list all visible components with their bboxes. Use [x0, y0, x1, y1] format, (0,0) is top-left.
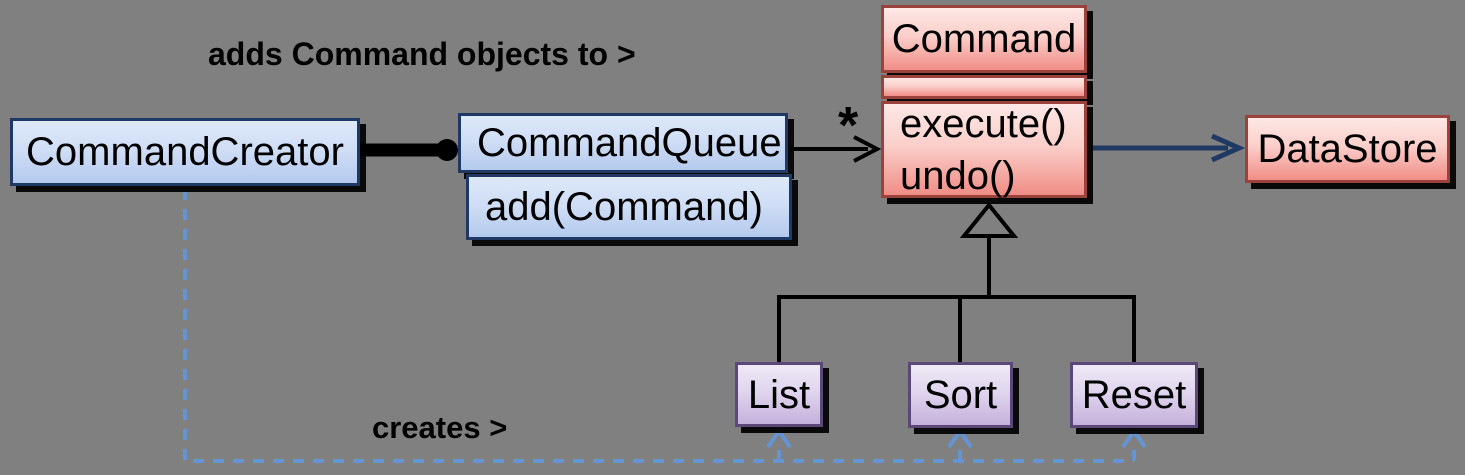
- open-arrowhead-navy: [1210, 133, 1246, 163]
- node-command-title-compartment: Command: [881, 5, 1087, 73]
- node-command-creator: CommandCreator: [10, 118, 360, 186]
- node-list-title: List: [747, 372, 811, 417]
- dashed-arrowhead-list: [766, 427, 792, 449]
- hollow-triangle-arrowhead: [959, 201, 1019, 238]
- label-creates: creates >: [372, 410, 508, 445]
- edge-command-to-datastore: [1091, 133, 1246, 163]
- node-command-methods-compartment: execute() undo(): [881, 101, 1087, 198]
- node-reset-title: Reset: [1081, 373, 1187, 417]
- label-multiplicity-star: *: [838, 97, 859, 155]
- node-command-queue-method-compartment: add(Command): [466, 174, 792, 240]
- node-data-store-title: DataStore: [1257, 127, 1438, 171]
- edge-inheritance-tree: [777, 201, 1136, 362]
- open-arrowhead: [853, 135, 882, 163]
- node-command-method-undo: undo(): [900, 153, 1016, 198]
- node-command-title: Command: [891, 17, 1077, 61]
- edge-queue-to-command: [791, 135, 882, 163]
- node-list: List: [735, 362, 823, 427]
- edge-creator-to-queue: [360, 139, 458, 161]
- node-command-method-execute: execute(): [900, 101, 1067, 146]
- dashed-arrowhead-reset: [1121, 427, 1147, 449]
- node-command-queue-title-compartment: CommandQueue: [458, 113, 788, 173]
- edge-creates-dashed: [183, 189, 1147, 463]
- node-command-creator-title: CommandCreator: [26, 130, 344, 174]
- node-command-attributes-compartment: [881, 75, 1087, 99]
- node-reset: Reset: [1070, 362, 1198, 428]
- node-sort: Sort: [908, 362, 1013, 428]
- node-command-queue-method: add(Command): [485, 185, 763, 229]
- label-adds-command-objects: adds Command objects to >: [208, 36, 636, 72]
- dot-arrowhead: [436, 139, 458, 161]
- dashed-arrowhead-sort: [947, 427, 973, 449]
- node-command-queue-title: CommandQueue: [477, 121, 782, 165]
- node-data-store: DataStore: [1245, 115, 1450, 183]
- node-sort-title: Sort: [923, 373, 998, 417]
